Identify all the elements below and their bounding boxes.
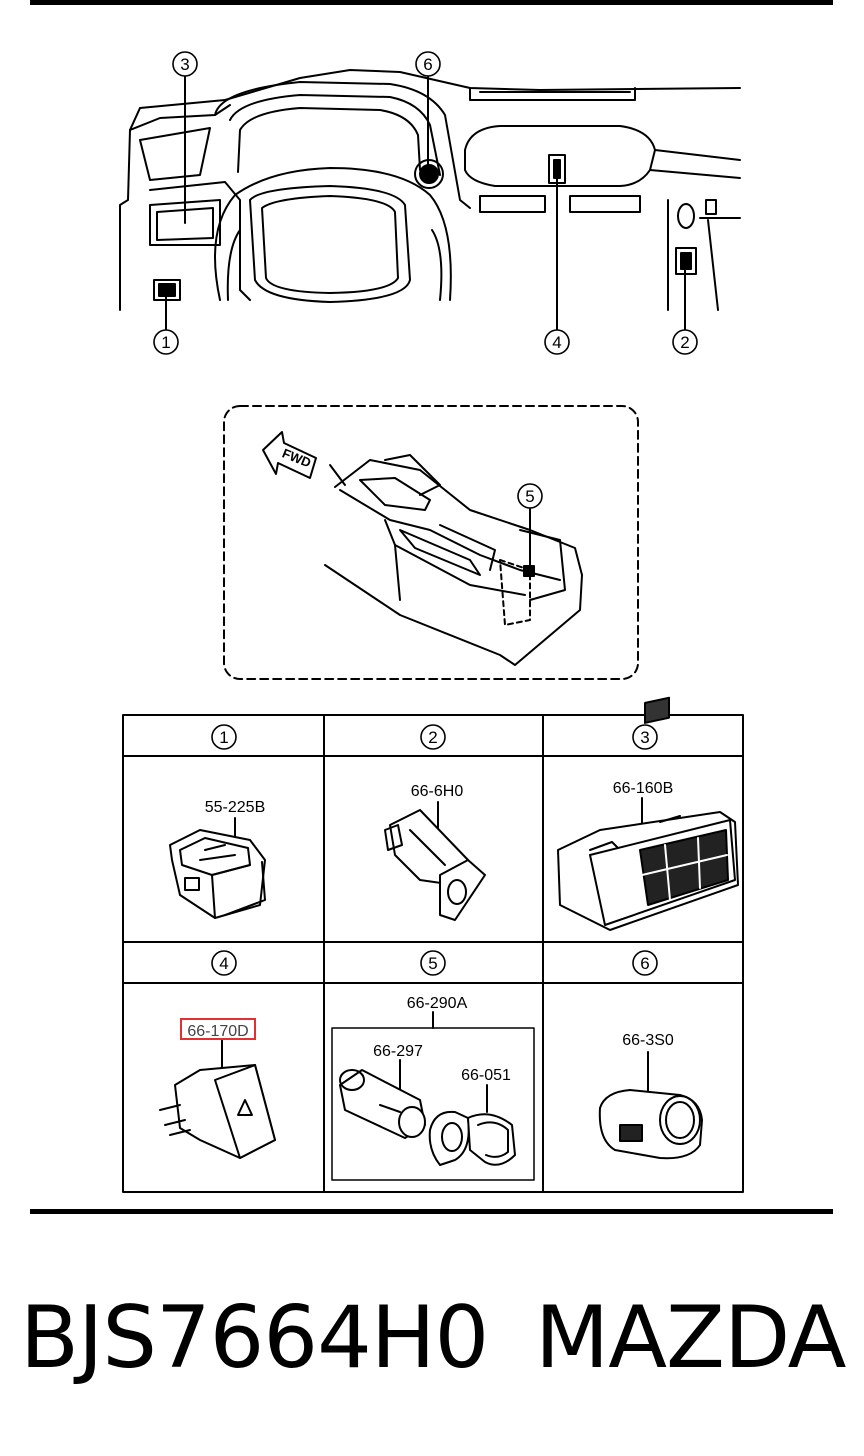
callout-3-label: 3 [180,55,189,74]
part-number-3: 66-160B [613,780,674,797]
part-number-5a: 66-297 [373,1043,423,1060]
part-1-illustration [169,817,266,919]
part-6-illustration [598,1051,703,1160]
callout-2-label: 2 [680,333,689,352]
callout-3-circle [172,51,198,77]
part-5-illustration [339,1011,516,1166]
callout-4-label: 4 [552,333,561,352]
part-number-1: 55-225B [205,799,266,816]
table-header-2: 2 [428,728,437,747]
part-3-illustration [557,696,739,931]
callout-6-circle [415,51,441,77]
bottom-rule [30,1209,833,1214]
callout-2-circle [672,329,698,355]
console-illustration: FWD [223,405,639,680]
table-header-circles [211,724,658,976]
part-2-illustration [384,801,486,921]
callout-circles [153,51,698,509]
parts-table-grid [122,714,744,1193]
part-number-2: 66-6H0 [411,783,464,800]
callout-1-circle [153,329,179,355]
footer-brand: MAZDA [535,1288,846,1388]
table-header-1: 1 [219,728,228,747]
part-number-5b: 66-051 [461,1067,511,1084]
table-header-5: 5 [428,954,437,973]
top-rule [30,0,833,5]
part-number-5: 66-290A [407,995,468,1012]
table-header-4: 4 [219,954,228,973]
table-header-6: 6 [640,954,649,973]
highlight-box [180,1018,256,1040]
part-number-6: 66-3S0 [622,1032,674,1049]
footer: BJS7664H0 MAZDA [0,1288,864,1388]
part-number-4: 66-170D [187,1023,248,1040]
callout-4-circle [544,329,570,355]
callout-6-label: 6 [423,55,432,74]
table-header-3: 3 [640,728,649,747]
callout-5-circle [517,483,543,509]
footer-part-number: BJS7664H0 [20,1288,489,1388]
part-4-illustration [159,1039,276,1159]
callout-1-label: 1 [161,333,170,352]
callout-5-label: 5 [525,487,534,506]
dashboard-illustration [119,69,741,331]
